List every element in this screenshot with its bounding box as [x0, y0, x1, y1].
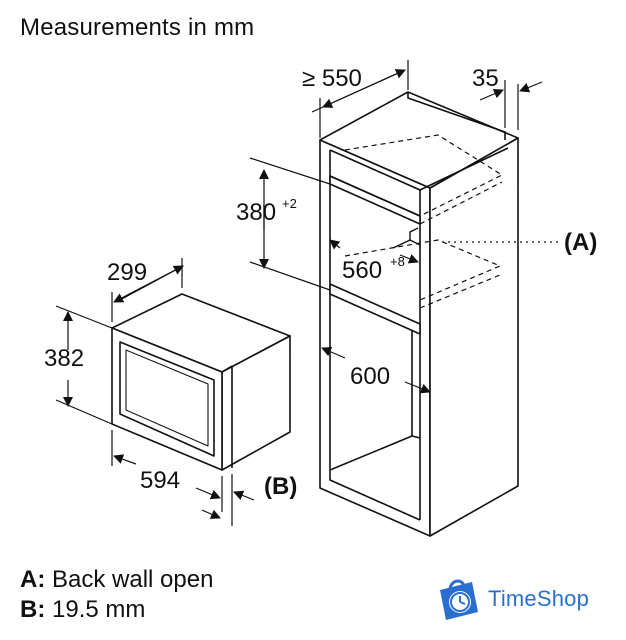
appliance: [111, 293, 291, 471]
brand-name: TimeShop: [488, 586, 590, 611]
label-a: (A): [564, 229, 597, 256]
legend-a: A: Back wall open: [20, 566, 213, 594]
brand-watermark: TimeShop: [432, 572, 622, 628]
label-b: (B): [264, 473, 297, 500]
dim-niche-height: 380: [236, 199, 276, 226]
dim-niche-width-tolerance: +8: [390, 254, 405, 269]
dim-appliance-width: 594: [140, 467, 180, 494]
tall-cabinet: [319, 91, 519, 537]
dim-appliance-depth: 299: [107, 259, 147, 286]
legend-b: B: 19.5 mm: [20, 596, 145, 624]
page-title: Measurements in mm: [20, 14, 255, 41]
dim-niche-height-tolerance: +2: [282, 196, 297, 211]
dim-niche-width: 560: [342, 257, 382, 284]
legend-a-key: A:: [20, 566, 46, 593]
legend-b-key: B:: [20, 596, 46, 623]
dim-appliance-height: 382: [44, 345, 84, 372]
dim-cabinet-gap: 35: [472, 65, 499, 92]
dim-cabinet-width: 600: [350, 363, 390, 390]
shopping-bag-clock-icon: [440, 579, 478, 620]
dimension-lines: [55, 60, 560, 526]
legend-a-text: Back wall open: [52, 566, 214, 593]
legend-b-text: 19.5 mm: [52, 596, 146, 623]
dim-cabinet-depth: ≥ 550: [302, 65, 362, 92]
